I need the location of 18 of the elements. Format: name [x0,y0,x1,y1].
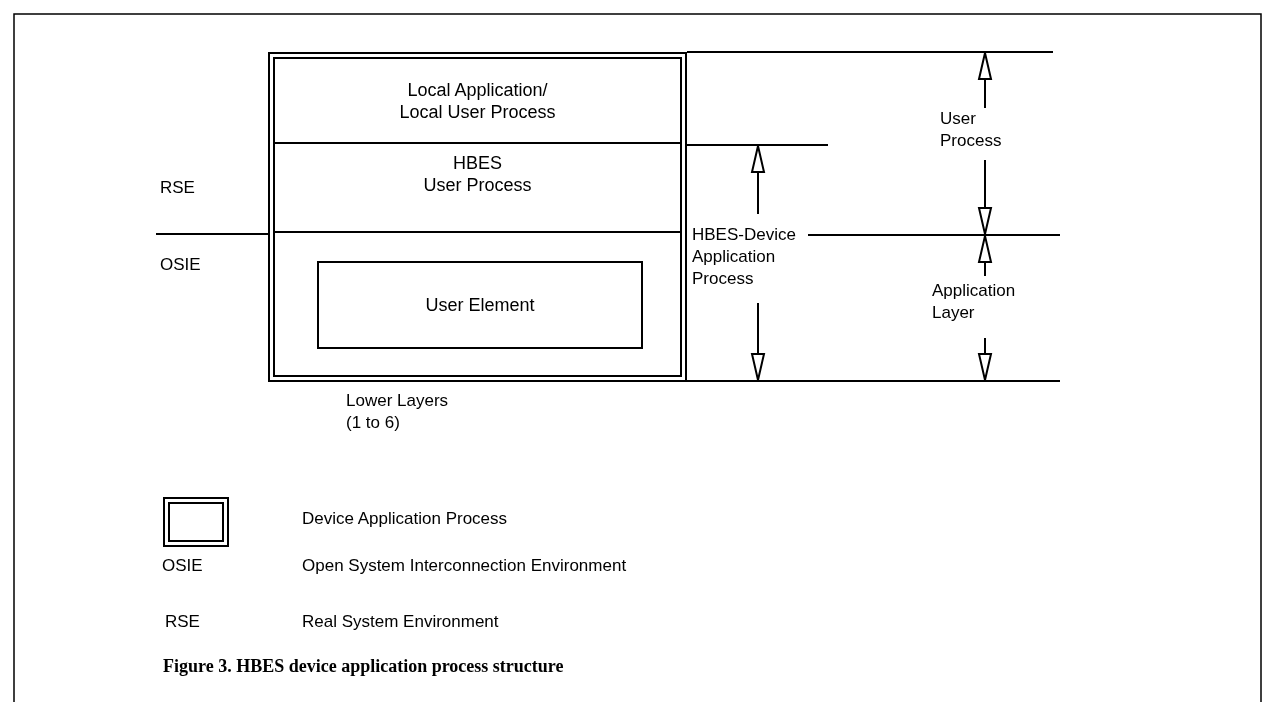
layer-label: Lower Layers (1 to 6) [346,390,450,434]
user-element-box [317,261,643,349]
legend-label: Device Application Process [302,508,509,530]
layer-label: User Process [422,174,533,196]
layer-label: User Element [424,294,536,316]
layer-label: RSE [160,177,196,199]
dimension-label: Application Layer [932,280,1017,324]
abbreviation: RSE [165,611,201,633]
definition-text: Open System Interconnection Environment [302,555,628,577]
dimension-label: HBES-Device Application Process [692,224,797,290]
layer-label: HBES [452,152,503,174]
abbreviation: OSIE [162,555,204,577]
layer-label: OSIE [160,254,202,276]
layer-label: Local Application/ Local User Process [398,78,557,123]
dimension-label: User Process [940,108,1003,152]
definition-text: Real System Environment [302,611,500,633]
caption: Figure 3. HBES device application process structure [163,655,565,677]
device-application-process-box [268,52,687,382]
